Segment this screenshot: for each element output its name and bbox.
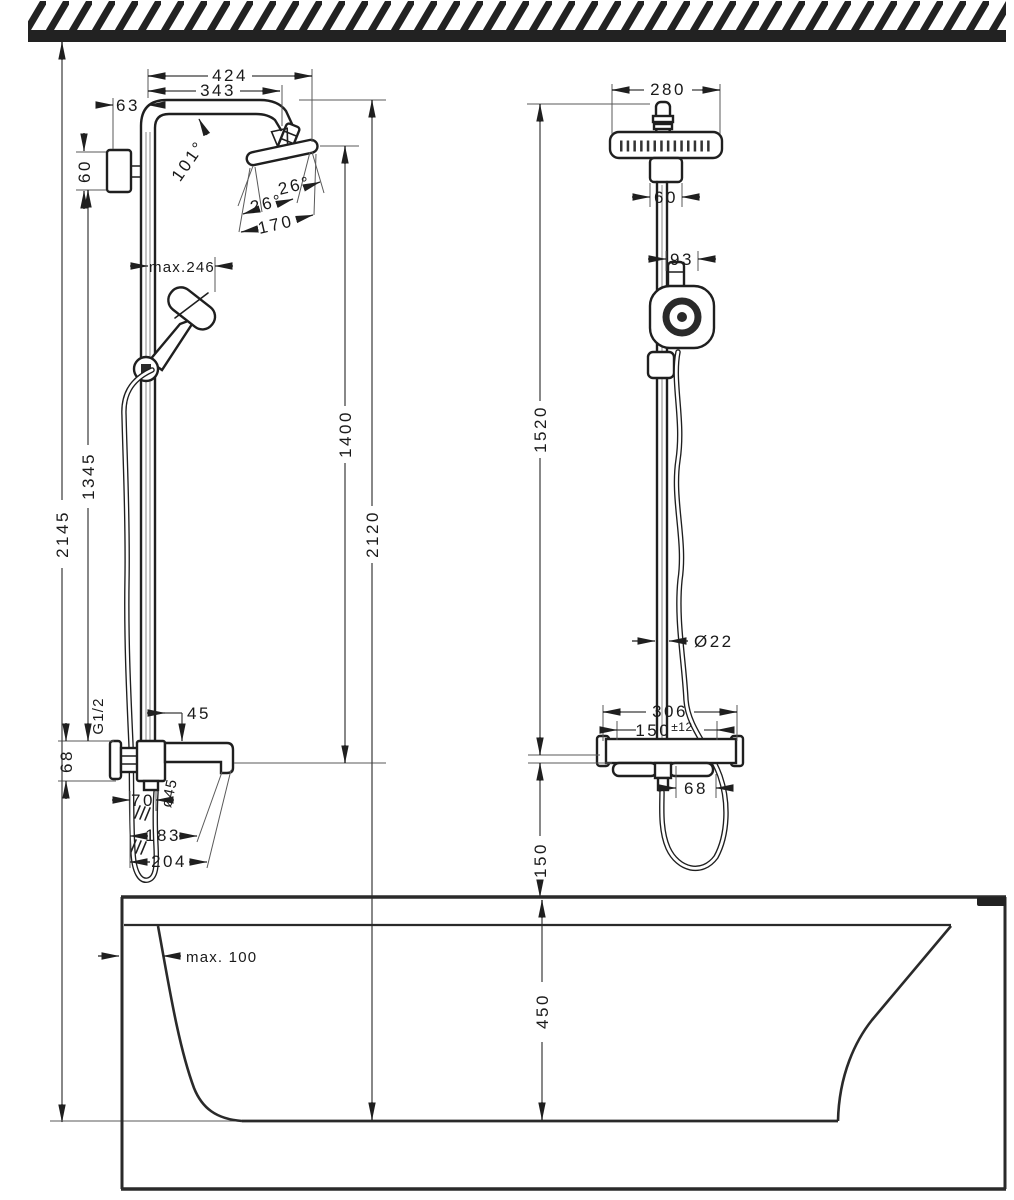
dim-63-label: 63 (116, 96, 140, 115)
ceiling-connector (651, 100, 675, 136)
tub-inner-wall-left (156, 925, 243, 1123)
dim-150tol-label: 150±12 (635, 720, 692, 740)
side-view-dimensions: 280 60 93 1520 Ø22 306 150±12 68 (527, 80, 738, 1121)
dim-60-side-label: 60 (654, 188, 678, 207)
dim-70-label: 70 (131, 791, 155, 810)
dim-424-label: 424 (212, 66, 248, 85)
tub-rim-notch (977, 897, 1006, 906)
dim-150-side-label: 150 (531, 842, 550, 878)
riser-pipe-inner (153, 112, 283, 743)
dim-450-label: 450 (533, 993, 552, 1029)
dim-68-front-label: 68 (57, 749, 76, 773)
front-view-dimensions: 424 343 63 60 101° 26° 26° 170 max.246 (53, 41, 386, 1123)
bath-spout-valve (108, 739, 235, 792)
dim-o22-label: Ø22 (694, 632, 734, 651)
dim-o45-label: ø45 (158, 777, 181, 809)
ceiling-hatch (28, 1, 1006, 42)
dim-1345-label: 1345 (79, 452, 98, 500)
pipe-bracket-side (648, 156, 684, 184)
hand-shower-side (648, 260, 716, 350)
dim-68-side-label: 68 (684, 779, 708, 798)
dim-280-label: 280 (650, 80, 686, 99)
dim-204-label: 204 (151, 852, 187, 871)
dim-60-front-label: 60 (75, 159, 94, 183)
dim-2145-label: 2145 (53, 510, 72, 558)
dim-max246-label: max.246 (149, 259, 215, 276)
tub-inner-wall-right (836, 925, 952, 1122)
dim-max100-label: max. 100 (186, 949, 257, 966)
dim-170-label: 170 (256, 211, 295, 238)
thermostat-valve-side (595, 734, 745, 792)
hand-shower (147, 286, 217, 372)
bathtub-section: max. 100 (50, 895, 1007, 1191)
dim-93-label: 93 (670, 250, 694, 269)
front-view (105, 98, 325, 883)
dim-45-label: 45 (187, 704, 211, 723)
shower-hose-side (659, 349, 729, 872)
dim-2120-label: 2120 (363, 510, 382, 558)
dim-1520-label: 1520 (531, 405, 550, 453)
dim-1400-label: 1400 (336, 410, 355, 458)
wall-bracket (105, 148, 142, 194)
spout (163, 741, 235, 775)
dim-183-label: 183 (145, 826, 181, 845)
side-view (595, 100, 745, 872)
dim-343-label: 343 (200, 81, 236, 100)
angle-101-label: 101° (168, 137, 209, 185)
angle-26-right-label: 26° (276, 172, 313, 198)
dim-306-label: 306 (652, 702, 688, 721)
hand-shower-holder-side (646, 350, 676, 380)
hose-break-marks (130, 805, 151, 855)
overhead-shower (245, 127, 319, 167)
overhead-shower-side (608, 130, 724, 160)
thread-g12-label: G1/2 (90, 697, 107, 734)
